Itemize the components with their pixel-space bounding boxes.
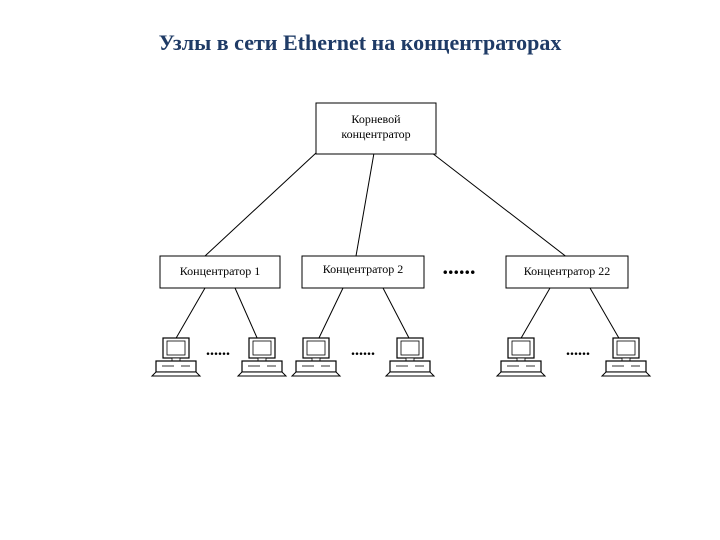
pcs-ellipsis-1: ...... (206, 342, 230, 359)
root-hub-label-1: Корневой (351, 112, 401, 126)
computer-icon (385, 337, 435, 377)
link-root-hub1 (204, 152, 317, 257)
root-hub: Корневой концентратор (315, 102, 437, 155)
hubs-ellipsis: ...... (443, 254, 476, 279)
computer-icon (237, 337, 287, 377)
link-root-hub22 (431, 152, 569, 259)
hub-2: Концентратор 2 (301, 255, 425, 289)
computer-icon (496, 337, 546, 377)
link-hub2-pc1 (317, 287, 344, 341)
computer-icon (601, 337, 651, 377)
pcs-ellipsis-2: ...... (351, 342, 375, 359)
hub-links (174, 287, 621, 341)
pcs-ellipsis-3: ...... (566, 342, 590, 359)
link-hub2-pc2 (382, 287, 411, 341)
link-hub1-pc1 (174, 287, 206, 341)
link-root-hub2 (355, 152, 375, 257)
page-title: Узлы в сети Ethernet на концентраторах (158, 30, 562, 55)
root-hub-label-2: концентратор (341, 127, 410, 141)
computer-icon (291, 337, 341, 377)
hub-22: Концентратор 22 (505, 255, 629, 289)
hub-1-label: Концентратор 1 (180, 264, 261, 278)
hub-2-label: Концентратор 2 (323, 262, 404, 276)
hub-1: Концентратор 1 (159, 255, 281, 289)
link-hub22-pc1 (519, 287, 551, 341)
computer-icon (151, 337, 201, 377)
root-links (204, 152, 569, 259)
hub-22-label: Концентратор 22 (524, 264, 611, 278)
link-hub22-pc2 (589, 287, 621, 341)
link-hub1-pc2 (234, 287, 259, 341)
